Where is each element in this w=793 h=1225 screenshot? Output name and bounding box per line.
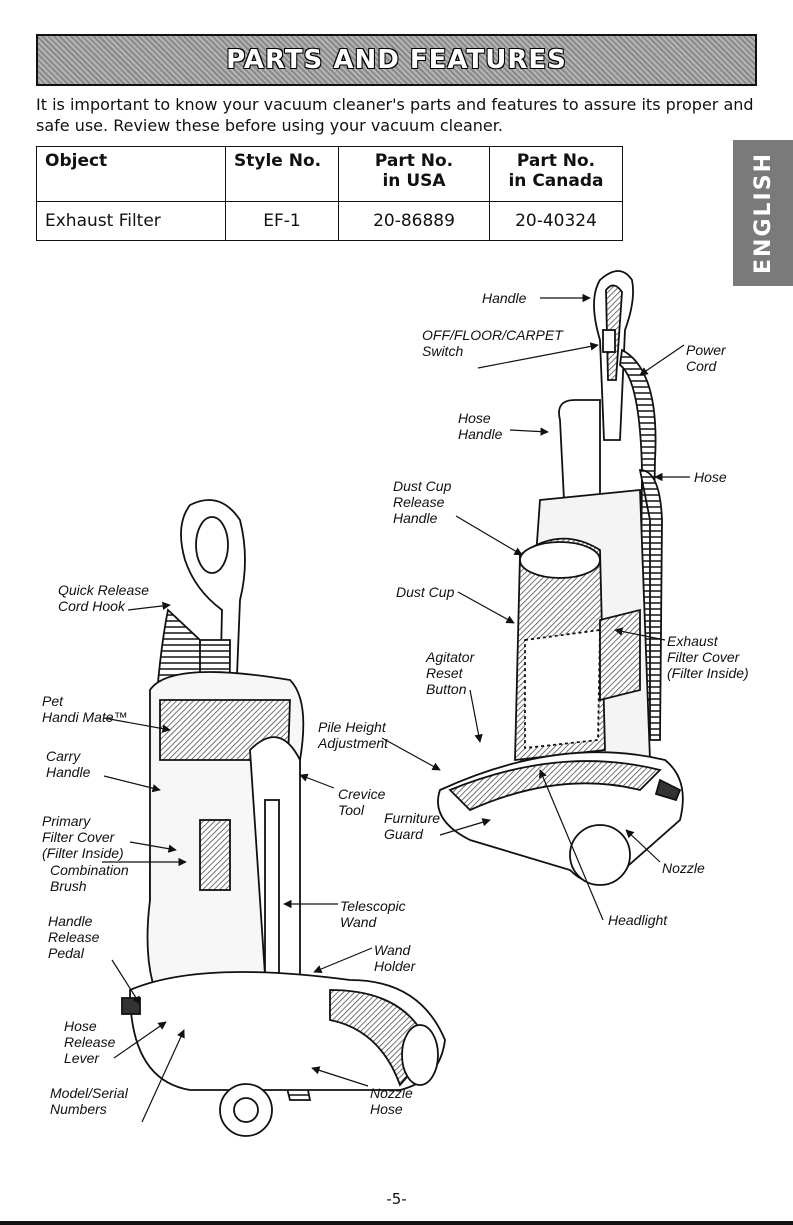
label-headlight: Headlight [608,912,668,928]
label-quick-release-cord-hook: Quick Release Cord Hook [58,582,150,614]
cell-object: Exhaust Filter [36,201,226,241]
callout-leaders [102,293,690,1123]
cell-part-canada: 20-40324 [489,201,623,241]
vacuum-rear-illustration [121,499,446,1137]
intro-paragraph: It is important to know your vacuum clea… [36,95,754,135]
label-telescopic-wand: Telescopic Wand [340,898,406,930]
col-header-part-usa: Part No. in USA [338,146,490,202]
label-hose: Hose [694,469,727,485]
page-title: PARTS AND FEATURES [226,45,567,75]
label-handle-top: Handle [482,290,527,306]
vacuum-front-illustration [437,270,684,886]
label-pet-handi-mate: Pet Handi Mate™ [42,693,128,725]
label-wand-holder: Wand Holder [374,942,416,974]
table-row: Exhaust Filter EF-1 20-86889 20-40324 [36,201,623,241]
cell-style: EF-1 [225,201,339,241]
label-hose-release-lever: Hose Release Lever [64,1018,116,1066]
label-agitator-reset-button: Agitator Reset Button [426,649,475,697]
label-dust-cup-release: Dust Cup Release Handle [393,478,452,526]
label-switch: OFF/FLOOR/CARPET Switch [422,327,563,359]
label-exhaust-filter-cover: Exhaust Filter Cover (Filter Inside) [667,633,749,681]
label-primary-filter-cover: Primary Filter Cover (Filter Inside) [42,813,124,861]
label-crevice-tool: Crevice Tool [338,786,386,818]
label-combination-brush: Combination Brush [50,862,129,894]
filter-part-table: Object Style No. Part No. in USA Part No… [36,146,623,241]
page-number: -5- [386,1190,407,1208]
label-furniture-guard: Furniture Guard [384,810,441,842]
bottom-rule [0,1221,793,1225]
label-pile-height-adjustment: Pile Height Adjustment [318,719,389,751]
label-handle-release-pedal: Handle Release Pedal [48,913,100,961]
col-header-part-canada: Part No. in Canada [489,146,623,202]
label-model-serial-numbers: Model/Serial Numbers [50,1085,128,1117]
label-carry-handle: Carry Handle [46,748,91,780]
language-tab: ENGLISH [733,140,793,286]
section-banner: PARTS AND FEATURES [36,34,757,86]
label-power-cord: Power Cord [686,342,726,374]
label-dust-cup: Dust Cup [396,584,455,600]
label-nozzle: Nozzle [662,860,705,876]
label-hose-handle: Hose Handle [458,410,503,442]
table-header-row: Object Style No. Part No. in USA Part No… [36,146,623,202]
label-nozzle-hose: Nozzle Hose [370,1085,413,1117]
cell-part-usa: 20-86889 [338,201,490,241]
